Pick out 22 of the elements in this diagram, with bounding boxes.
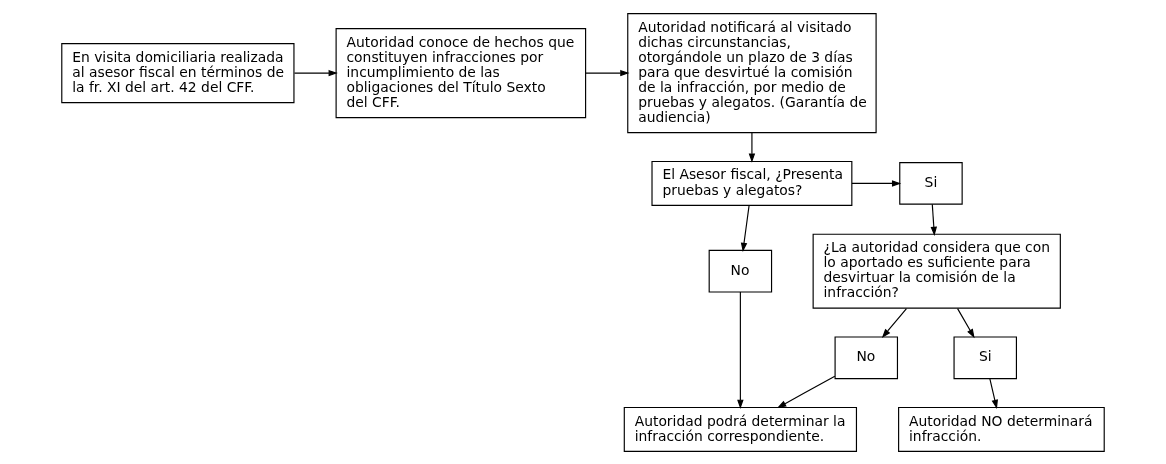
node-box: Si	[953, 335, 1017, 379]
node-box: No	[834, 335, 899, 379]
node-box: Autoridad notificará al visitado dichas circunstancias, otorgándole un plazo de 3 días para que desvirtué la comisión de la infracción, por medio de pruebas y alegatos. (Garantía de audiencia)	[627, 12, 877, 133]
arrow	[585, 69, 630, 76]
arrow	[957, 307, 975, 338]
node-box: En visita domiciliaria realizada al asesor fiscal en términos de la fr. XI del art. 42 del CFF.	[61, 42, 295, 103]
arrow	[930, 203, 938, 236]
arrow	[740, 204, 750, 252]
arrow	[881, 307, 908, 338]
node-box: Autoridad conoce de hechos que constituyen infracciones por incumplimiento de las obligaciones del Título Sexto del CFF.	[335, 27, 587, 118]
arrow	[737, 291, 744, 409]
node-box: No	[708, 249, 773, 293]
node-box: ¿La autoridad considera que con lo aportado es suficiente para desvirtuar la comisión de la infracción?	[812, 233, 1061, 309]
node-box: Autoridad podrá determinar la infracción correspondiente.	[623, 406, 858, 452]
arrow	[851, 179, 902, 187]
arrow	[989, 377, 998, 409]
node-box: Si	[899, 161, 963, 205]
arrow	[748, 131, 756, 163]
arrow	[777, 375, 836, 408]
node-box: El Asesor fiscal, ¿Presenta pruebas y alegatos?	[651, 160, 853, 206]
node-box: Autoridad NO determinará infracción.	[898, 406, 1105, 452]
arrow	[293, 69, 338, 76]
